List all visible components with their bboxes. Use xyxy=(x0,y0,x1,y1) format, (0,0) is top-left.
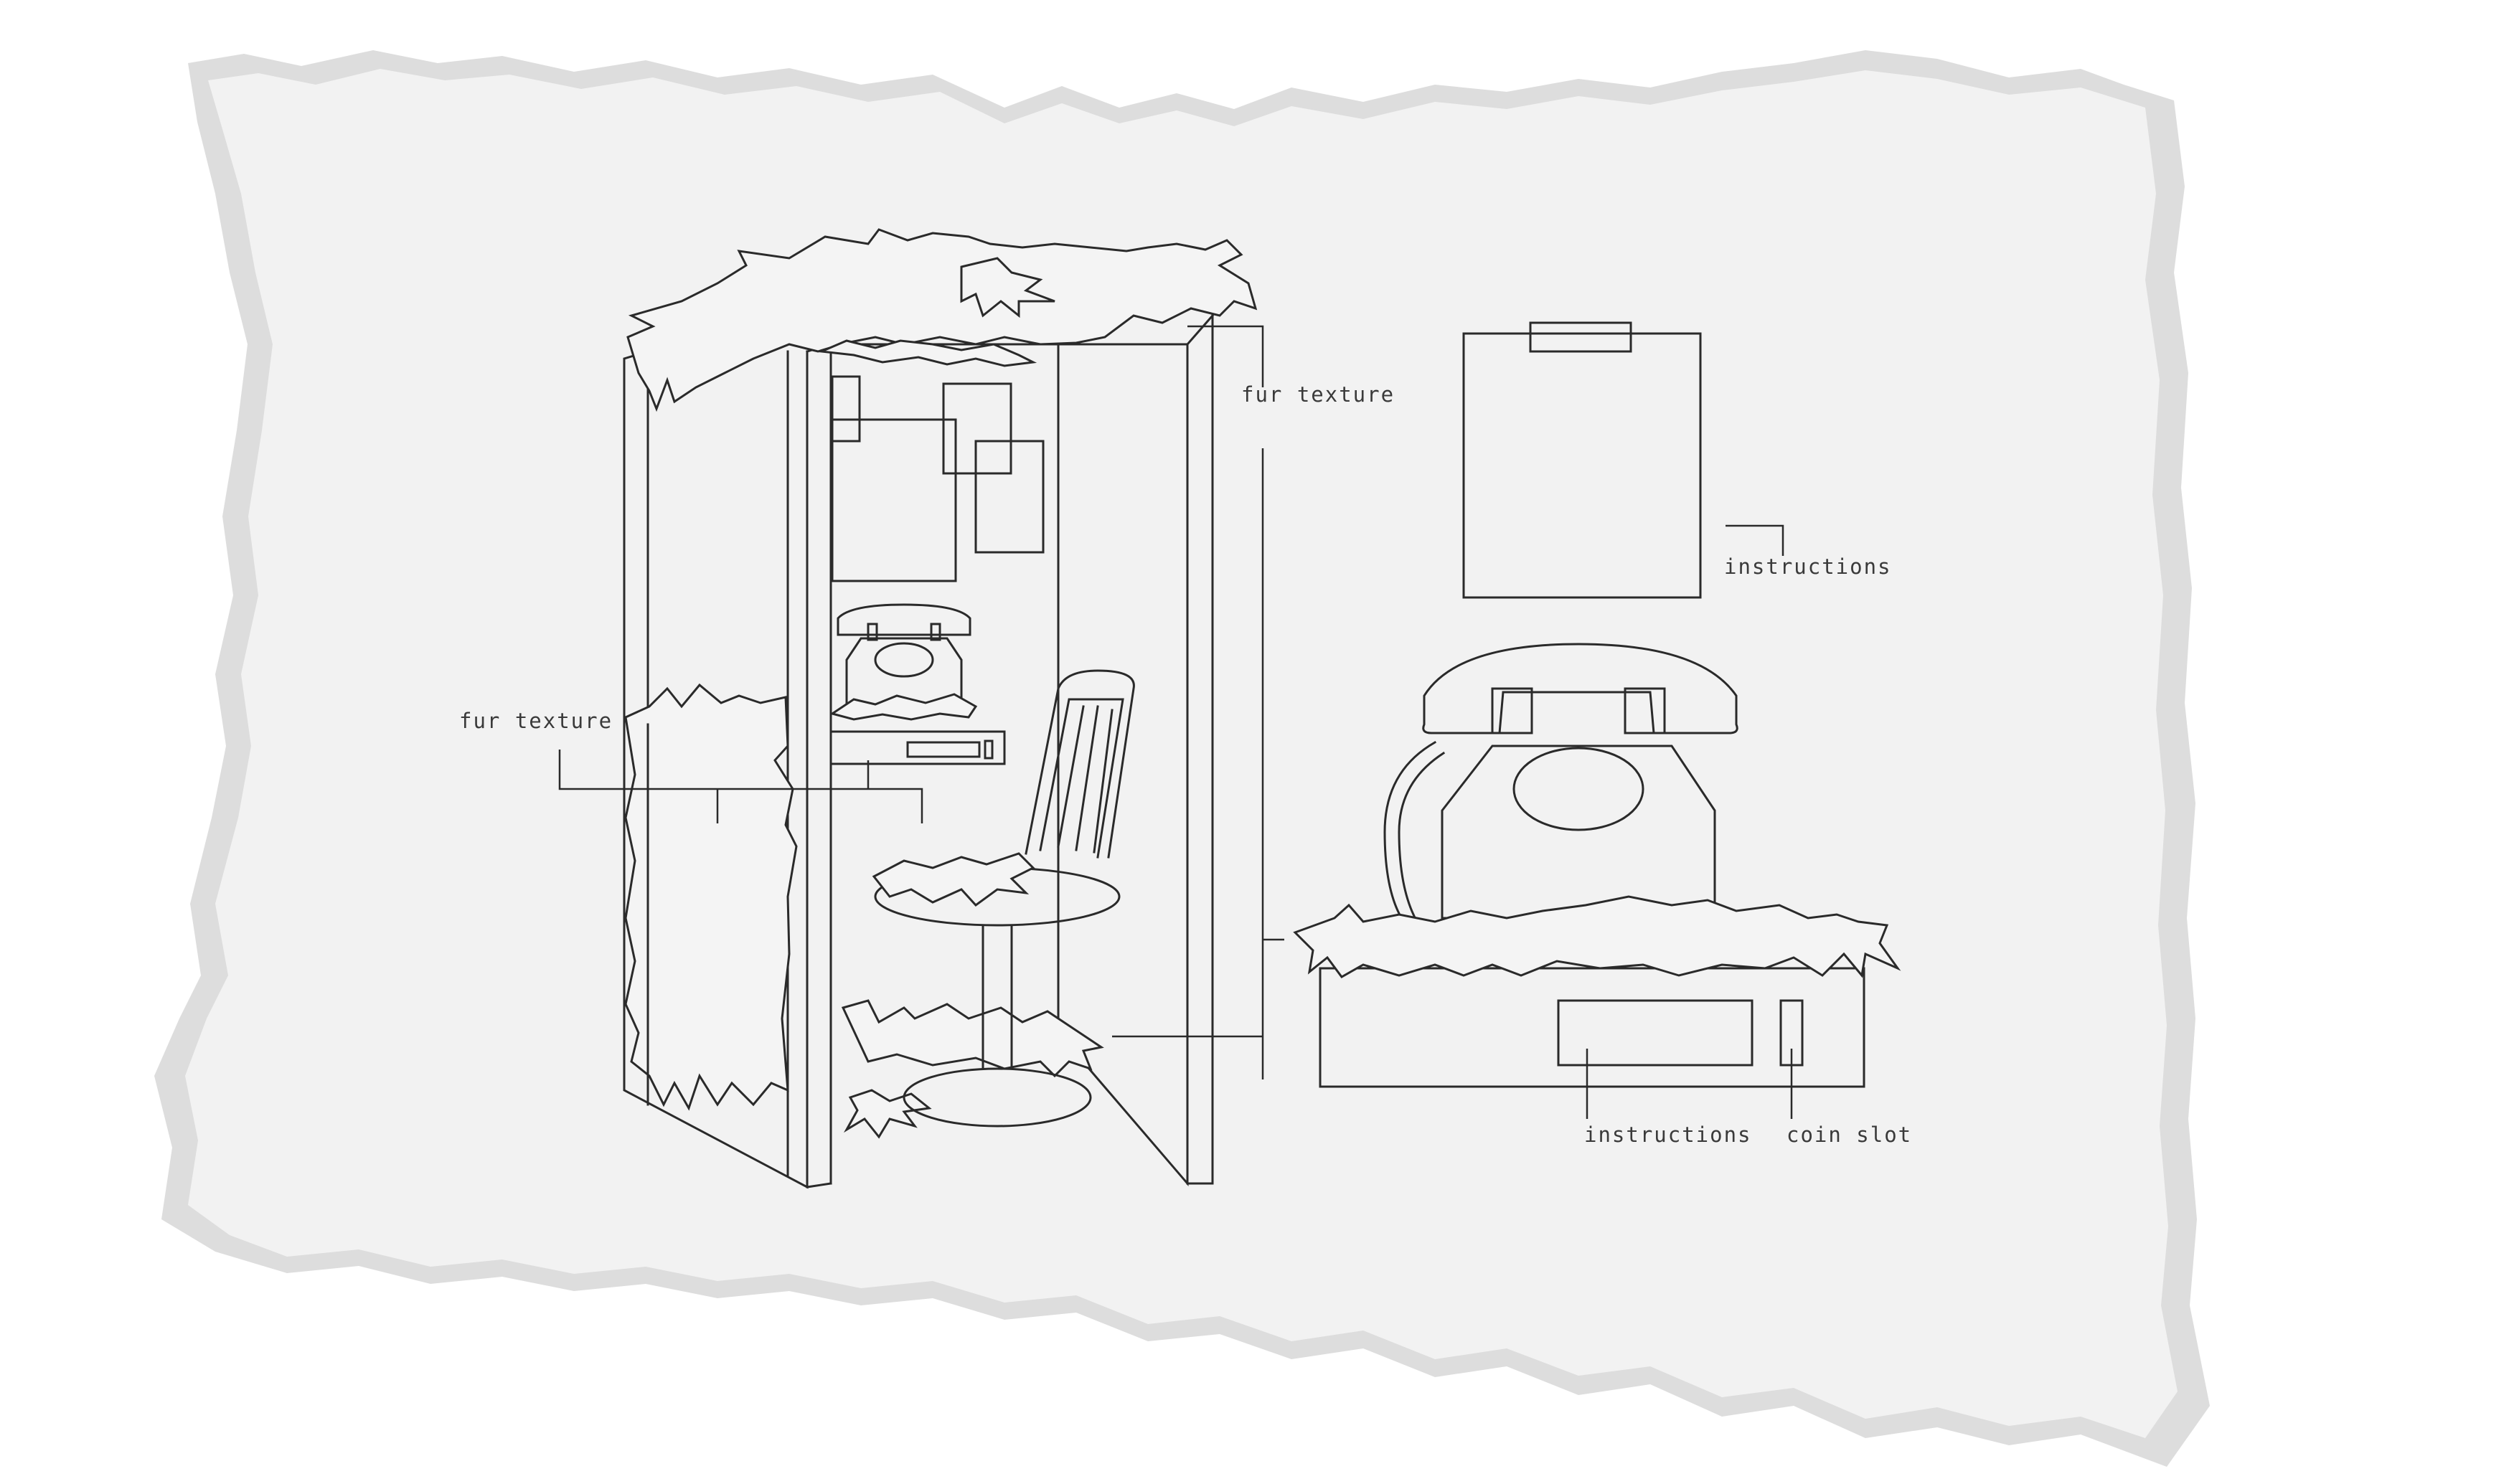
label-booth-right-fur: fur texture xyxy=(1241,382,1395,407)
label-coin-slot: coin slot xyxy=(1787,1123,1912,1147)
label-booth-left-fur: fur texture xyxy=(459,709,613,733)
label-instructions-panel: instructions xyxy=(1584,1123,1752,1147)
booth-left-fur xyxy=(626,685,796,1108)
label-instructions-board: instructions xyxy=(1724,554,1892,579)
